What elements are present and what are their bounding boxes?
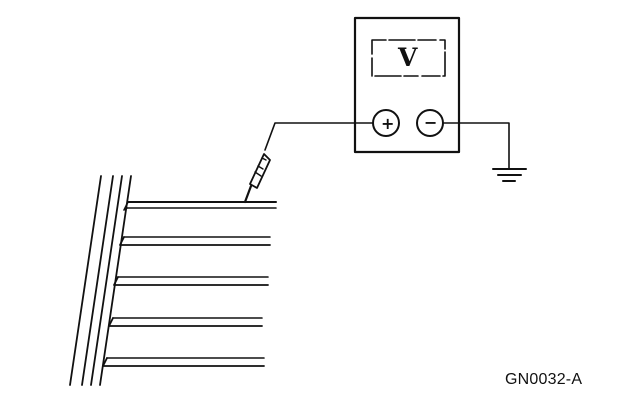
negative-test-lead (442, 122, 510, 169)
voltmeter-case (353, 16, 461, 154)
negative-terminal-label: − (424, 113, 437, 132)
positive-terminal-label: + (381, 114, 394, 133)
voltmeter-display-window (371, 39, 446, 77)
test-probe (243, 153, 271, 204)
figure-code: GN0032-A (505, 371, 583, 388)
voltmeter-display-symbol: V (397, 43, 418, 72)
grid-conductor-assembly (69, 175, 277, 386)
voltmeter: V + − (353, 16, 461, 154)
positive-test-lead (264, 122, 374, 151)
ground-symbol (492, 168, 527, 182)
